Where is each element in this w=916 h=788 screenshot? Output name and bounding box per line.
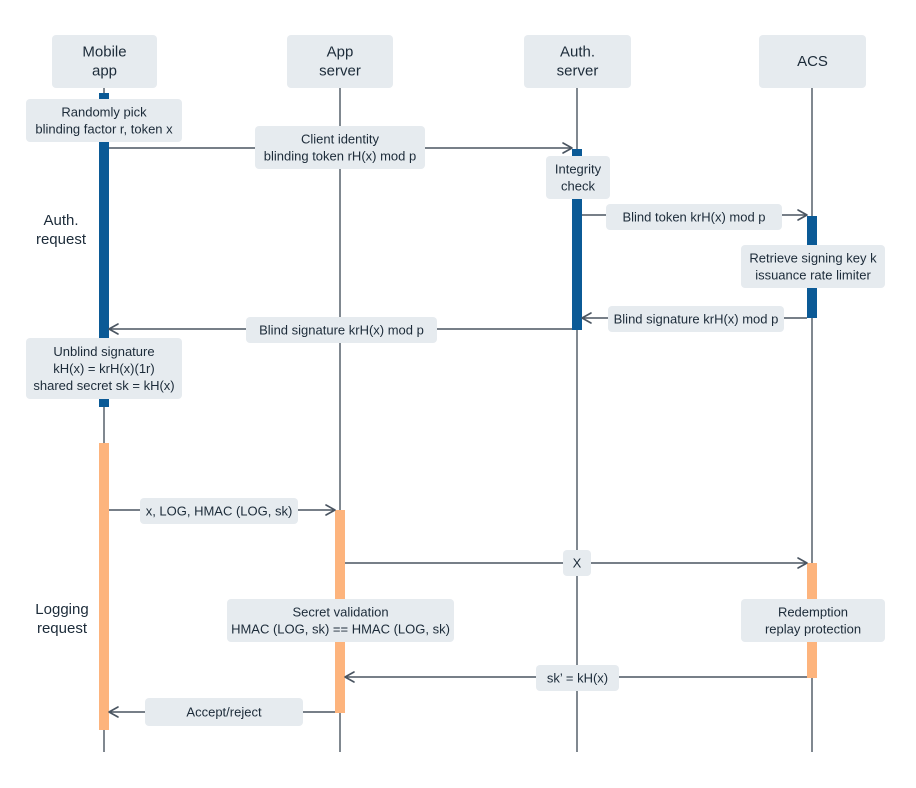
note-randomly-pick-line: blinding factor r, token x bbox=[35, 122, 173, 137]
message-sk-prime-line: sk’ = kH(x) bbox=[547, 671, 608, 686]
actor-mobile-app-bg bbox=[52, 35, 157, 88]
mobile-logging-activation bbox=[99, 443, 109, 730]
actor-app-server-bg bbox=[287, 35, 393, 88]
actor-auth-server: Auth. server bbox=[524, 35, 631, 88]
actor-app-server-line: App bbox=[327, 44, 354, 61]
message-blind-signature-auth-line: Blind signature krH(x) mod p bbox=[259, 323, 424, 338]
note-unblind-signature-line: Unblind signature bbox=[53, 344, 154, 359]
message-x-to-acs-bg bbox=[563, 550, 591, 576]
note-unblind-signature: Unblind signature kH(x) = krH(x)(1r) share… bbox=[26, 338, 182, 399]
message-blind-signature-auth-bg bbox=[246, 317, 437, 343]
message-log-hmac-bg bbox=[140, 498, 298, 524]
note-retrieve-signing-key-line: issuance rate limiter bbox=[755, 268, 871, 283]
phase-auth-request: Auth. request bbox=[36, 212, 87, 248]
note-redemption-line: Redemption bbox=[778, 605, 848, 620]
actor-app-server-line: server bbox=[319, 63, 361, 80]
phase-logging-request-line: Logging bbox=[35, 601, 88, 618]
message-x-to-acs-line: X bbox=[573, 556, 582, 571]
message-log-hmac-line: x, LOG, HMAC (LOG, sk) bbox=[146, 504, 293, 519]
actor-acs-line: ACS bbox=[797, 53, 828, 70]
phase-logging-request-line: request bbox=[37, 620, 88, 637]
actor-auth-server-line: Auth. bbox=[560, 44, 595, 61]
message-blind-token-line: Blind token krH(x) mod p bbox=[622, 210, 765, 225]
note-integrity-check: Integrity check bbox=[546, 156, 610, 199]
message-client-identity-line: Client identity bbox=[301, 132, 380, 147]
message-blind-signature-auth: Blind signature krH(x) mod p bbox=[246, 317, 437, 343]
note-unblind-signature-line: shared secret sk = kH(x) bbox=[33, 378, 174, 393]
note-randomly-pick: Randomly pick blinding factor r, token x bbox=[26, 99, 182, 142]
message-x-to-acs: X bbox=[563, 550, 591, 576]
message-client-identity-bg bbox=[255, 126, 425, 169]
message-blind-signature-acs: Blind signature krH(x) mod p bbox=[608, 306, 784, 332]
note-secret-validation-line: HMAC (LOG, sk) == HMAC (LOG, sk) bbox=[231, 622, 450, 637]
note-secret-validation-bg bbox=[227, 599, 454, 642]
actor-mobile-app-line: app bbox=[92, 63, 117, 80]
note-retrieve-signing-key-line: Retrieve signing key k bbox=[749, 251, 877, 266]
message-client-identity: Client identity blinding token rH(x) mod … bbox=[255, 126, 425, 169]
actor-auth-server-bg bbox=[524, 35, 631, 88]
note-unblind-signature-line: kH(x) = krH(x)(1r) bbox=[53, 361, 154, 376]
note-redemption-bg bbox=[741, 599, 885, 642]
phase-auth-request-line: request bbox=[36, 231, 87, 248]
note-secret-validation-line: Secret validation bbox=[292, 605, 388, 620]
message-blind-token: Blind token krH(x) mod p bbox=[606, 204, 782, 230]
note-unblind-signature-bg bbox=[26, 338, 182, 399]
note-randomly-pick-bg bbox=[26, 99, 182, 142]
message-accept-reject-line: Accept/reject bbox=[186, 705, 262, 720]
note-retrieve-signing-key: Retrieve signing key k issuance rate limi… bbox=[741, 245, 885, 288]
phase-logging-request: Logging request bbox=[35, 601, 88, 637]
note-randomly-pick-line: Randomly pick bbox=[61, 105, 147, 120]
note-integrity-check-bg bbox=[546, 156, 610, 199]
actor-app-server: App server bbox=[287, 35, 393, 88]
actor-mobile-app-line: Mobile bbox=[82, 44, 126, 61]
message-blind-signature-acs-line: Blind signature krH(x) mod p bbox=[614, 312, 779, 327]
note-retrieve-signing-key-bg bbox=[741, 245, 885, 288]
message-log-hmac: x, LOG, HMAC (LOG, sk) bbox=[140, 498, 298, 524]
actor-acs-bg bbox=[759, 35, 866, 88]
message-sk-prime: sk’ = kH(x) bbox=[536, 665, 619, 691]
note-integrity-check-line: check bbox=[561, 179, 595, 194]
actor-auth-server-line: server bbox=[557, 63, 599, 80]
message-accept-reject: Accept/reject bbox=[145, 698, 303, 726]
diagram-labels: MobileappAppserverAuth.serverACSAuth.req… bbox=[26, 35, 885, 726]
message-client-identity-line: blinding token rH(x) mod p bbox=[264, 149, 416, 164]
message-accept-reject-bg bbox=[145, 698, 303, 726]
note-redemption: Redemption replay protection bbox=[741, 599, 885, 642]
note-integrity-check-line: Integrity bbox=[555, 162, 602, 177]
message-blind-signature-acs-bg bbox=[608, 306, 784, 332]
phase-auth-request-line: Auth. bbox=[43, 212, 78, 229]
message-blind-token-bg bbox=[606, 204, 782, 230]
actor-acs: ACS bbox=[759, 35, 866, 88]
mobile-auth-activation bbox=[99, 93, 109, 407]
authserver-activation bbox=[572, 149, 582, 330]
actor-mobile-app: Mobile app bbox=[52, 35, 157, 88]
message-sk-prime-bg bbox=[536, 665, 619, 691]
note-redemption-line: replay protection bbox=[765, 622, 861, 637]
